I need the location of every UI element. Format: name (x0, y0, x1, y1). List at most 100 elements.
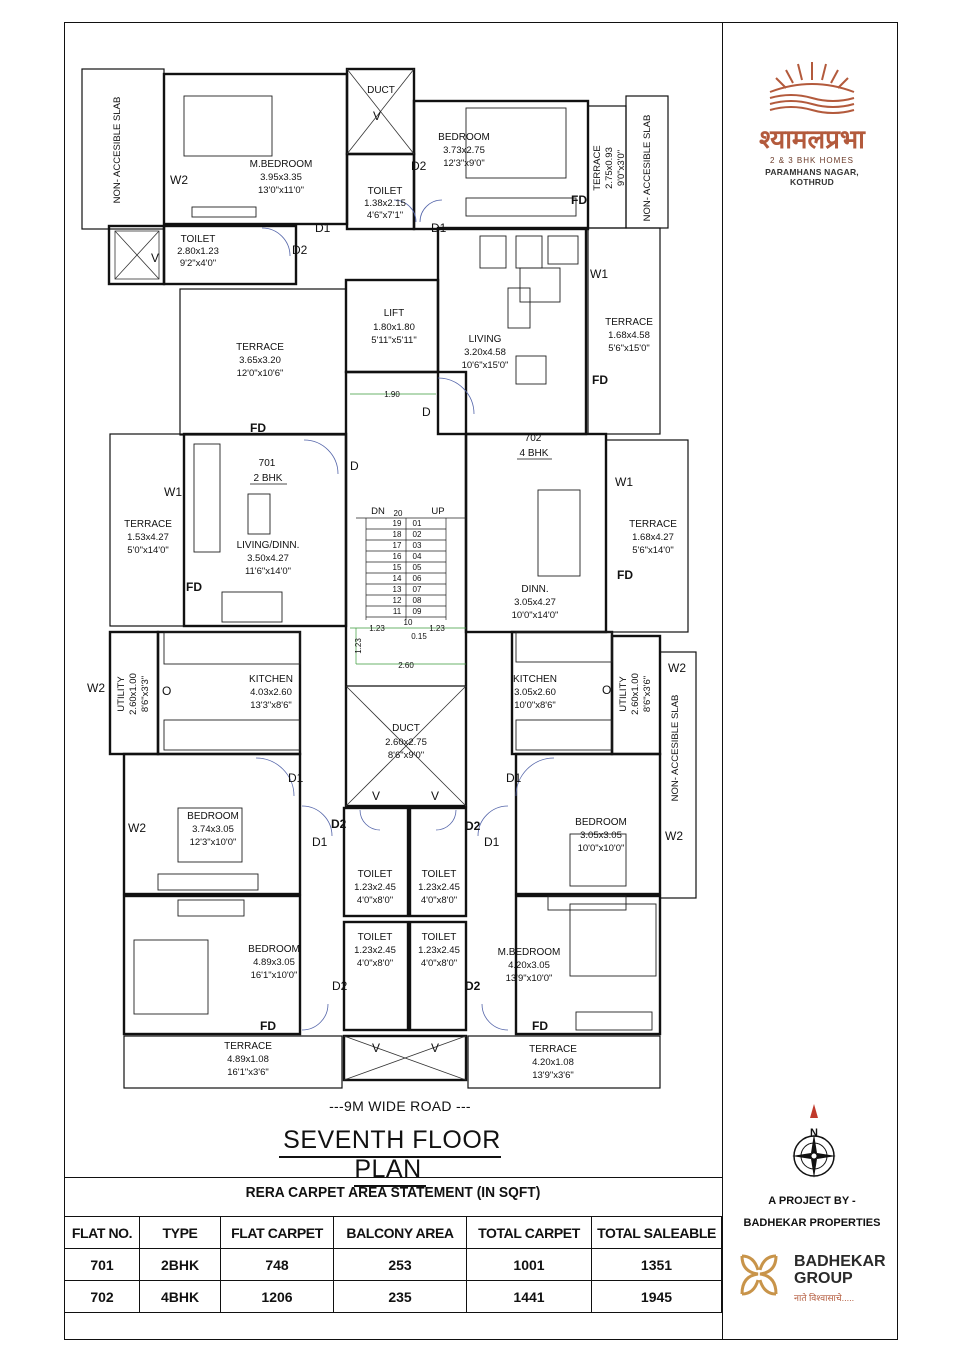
svg-text:D1: D1 (431, 221, 447, 235)
table-header-row: FLAT NO. TYPE FLAT CARPET BALCONY AREA T… (64, 1216, 722, 1249)
bed-master-right (569, 903, 657, 977)
svg-text:13'9"x3'6": 13'9"x3'6" (532, 1070, 574, 1081)
svg-text:BEDROOM: BEDROOM (187, 811, 239, 822)
svg-text:2 BHK: 2 BHK (254, 473, 283, 484)
bed-mbed-top (183, 95, 273, 157)
svg-text:FD: FD (571, 193, 587, 207)
bedroom-big-walls (122, 894, 302, 1036)
brand-location: PARAMHANS NAGAR, KOTHRUD (765, 167, 859, 187)
badhekar-logo-icon (740, 1254, 778, 1296)
svg-text:DUCT: DUCT (367, 85, 395, 96)
svg-text:1.23: 1.23 (429, 624, 445, 633)
svg-text:KITCHEN: KITCHEN (249, 674, 293, 685)
svg-text:2.60x1.00: 2.60x1.00 (630, 673, 641, 715)
svg-text:10: 10 (404, 618, 413, 627)
svg-text:4.20x3.05: 4.20x3.05 (508, 960, 550, 971)
table-top-rule (64, 1177, 722, 1178)
svg-text:10'0"x14'0": 10'0"x14'0" (512, 610, 559, 621)
dining-table-702 (537, 489, 581, 577)
svg-text:16'1"x3'6": 16'1"x3'6" (227, 1067, 269, 1078)
svg-text:V: V (151, 251, 159, 265)
svg-text:4'0"x8'0": 4'0"x8'0" (421, 895, 457, 906)
svg-text:1.23x2.45: 1.23x2.45 (418, 945, 460, 956)
opening-tags: W2 D2 D1 D1 FD D2 W1 FD D FD D W1 W1 FD … (87, 109, 686, 1055)
rera-table-title: RERA CARPET AREA STATEMENT (IN SQFT) (245, 1184, 541, 1201)
sofa-701 (193, 443, 221, 553)
svg-text:3.05x2.60: 3.05x2.60 (514, 687, 556, 698)
svg-text:NON- ACCESIBLE SLAB: NON- ACCESIBLE SLAB (642, 115, 653, 222)
svg-text:1.23x2.45: 1.23x2.45 (354, 945, 396, 956)
svg-text:8'6"x3'3": 8'6"x3'3" (140, 676, 151, 712)
svg-text:20: 20 (394, 509, 403, 518)
svg-text:5'11"x5'11": 5'11"x5'11" (371, 335, 416, 346)
svg-text:M.BEDROOM: M.BEDROOM (250, 159, 313, 170)
svg-text:4'0"x8'0": 4'0"x8'0" (357, 958, 393, 969)
svg-text:2.80x1.23: 2.80x1.23 (177, 246, 219, 257)
svg-text:4 BHK: 4 BHK (520, 448, 549, 459)
svg-text:702: 702 (525, 433, 542, 444)
svg-text:O: O (162, 684, 171, 698)
svg-text:D: D (350, 459, 359, 473)
brand-name: श्यामलप्रभा (759, 125, 865, 155)
svg-text:13: 13 (393, 585, 402, 594)
svg-text:FD: FD (592, 373, 608, 387)
svg-text:5'0"x14'0": 5'0"x14'0" (127, 545, 169, 556)
svg-text:04: 04 (413, 552, 422, 561)
svg-text:4'0"x8'0": 4'0"x8'0" (421, 958, 457, 969)
toilet-c2-walls (408, 806, 468, 918)
svg-text:1.68x4.27: 1.68x4.27 (632, 532, 674, 543)
svg-text:05: 05 (413, 563, 422, 572)
svg-text:2.60x1.00: 2.60x1.00 (128, 673, 139, 715)
table-row: 702 4BHK 1206 235 1441 1945 (64, 1280, 722, 1313)
svg-text:4.89x1.08: 4.89x1.08 (227, 1054, 269, 1065)
svg-text:D: D (422, 405, 431, 419)
bedroom-left-walls (122, 752, 302, 896)
svg-text:17: 17 (393, 541, 402, 550)
svg-text:D1: D1 (312, 835, 328, 849)
svg-text:FD: FD (250, 421, 266, 435)
svg-text:TERRACE: TERRACE (236, 342, 284, 353)
svg-text:02: 02 (413, 530, 422, 539)
svg-text:W1: W1 (615, 475, 633, 489)
svg-text:1.68x4.58: 1.68x4.58 (608, 330, 650, 341)
svg-text:3.05x3.05: 3.05x3.05 (580, 830, 622, 841)
svg-text:3.05x4.27: 3.05x4.27 (514, 597, 556, 608)
svg-text:4.89x3.05: 4.89x3.05 (253, 957, 295, 968)
svg-text:W1: W1 (590, 267, 608, 281)
svg-text:1.23x2.45: 1.23x2.45 (354, 882, 396, 893)
svg-text:0.15: 0.15 (411, 632, 427, 641)
svg-text:1.38x2.15: 1.38x2.15 (364, 198, 406, 209)
svg-text:4.03x2.60: 4.03x2.60 (250, 687, 292, 698)
svg-text:V: V (431, 1041, 439, 1055)
svg-text:12'3"x10'0": 12'3"x10'0" (190, 837, 237, 848)
svg-text:3.74x3.05: 3.74x3.05 (192, 824, 234, 835)
svg-text:11'6"x14'0": 11'6"x14'0" (245, 566, 291, 577)
col-balcony-area: BALCONY AREA (333, 1216, 467, 1249)
svg-text:TERRACE: TERRACE (529, 1044, 577, 1055)
svg-text:DINN.: DINN. (521, 584, 548, 595)
table-row-empty (64, 1312, 722, 1351)
bed-right (569, 833, 627, 887)
svg-text:12'3"x9'0": 12'3"x9'0" (443, 158, 485, 169)
svg-text:FD: FD (617, 568, 633, 582)
svg-text:DUCT: DUCT (392, 723, 420, 734)
toilet-left-walls (162, 224, 298, 286)
svg-text:V: V (372, 1041, 380, 1055)
living-702-walls (436, 226, 588, 436)
group-tagline: नाते विश्वासाचे..... (794, 1293, 855, 1303)
svg-text:LIFT: LIFT (384, 308, 405, 319)
svg-text:M.BEDROOM: M.BEDROOM (498, 947, 561, 958)
terrace-right-top-walls (587, 227, 661, 435)
svg-text:13'3"x8'6": 13'3"x8'6" (250, 700, 292, 711)
sunrise-logo-icon (769, 62, 855, 114)
bed-top (465, 107, 567, 179)
svg-text:3.20x4.58: 3.20x4.58 (464, 347, 506, 358)
svg-text:4.20x1.08: 4.20x1.08 (532, 1057, 574, 1068)
duct-bottom-walls (342, 1034, 468, 1082)
svg-text:14: 14 (393, 574, 402, 583)
project-by: A PROJECT BY - BADHEKAR PROPERTIES (743, 1195, 881, 1229)
group-name: BADHEKAR GROUP (794, 1253, 886, 1287)
svg-text:3.65x3.20: 3.65x3.20 (239, 355, 281, 366)
non-accessible-slab-left (81, 68, 165, 230)
